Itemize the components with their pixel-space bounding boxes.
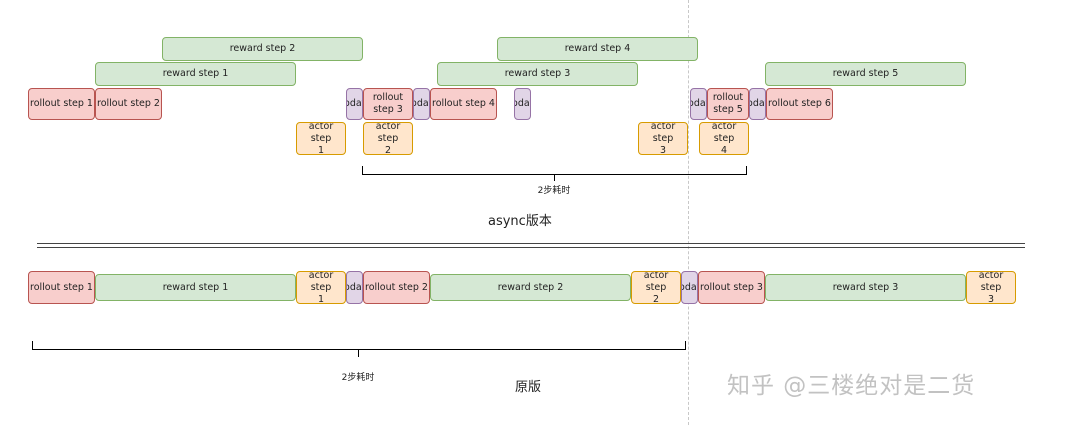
async-actor-step-1: actor step 1 xyxy=(296,122,346,155)
async-update-3: update xyxy=(514,88,531,120)
async-update-5: update xyxy=(749,88,766,120)
zhihu-watermark: 知乎 @三楼绝对是二货 xyxy=(727,373,976,399)
async-actor-step-2: actor step 2 xyxy=(363,122,413,155)
async-rollout-step-2: rollout step 2 xyxy=(95,88,162,120)
original-rollout-step-1: rollout step 1 xyxy=(28,271,95,304)
async-reward-step-5: reward step 5 xyxy=(765,62,966,86)
original-reward-step-1: reward step 1 xyxy=(95,274,296,301)
original-update-2: update xyxy=(681,271,698,304)
async-section-title: async版本 xyxy=(488,214,552,229)
original-actor-step-3: actor step 3 xyxy=(966,271,1016,304)
original-actor-step-1: actor step 1 xyxy=(296,271,346,304)
async-rollout-step-3: rollout step 3 xyxy=(363,88,413,120)
original-bracket-label: 2步耗时 xyxy=(341,373,375,383)
async-reward-step-2: reward step 2 xyxy=(162,37,363,61)
timeline-divider-dashed xyxy=(688,0,689,425)
original-update-1: update xyxy=(346,271,363,304)
async-actor-step-3: actor step 3 xyxy=(638,122,688,155)
async-reward-step-4: reward step 4 xyxy=(497,37,698,61)
original-actor-step-2: actor step 2 xyxy=(631,271,681,304)
original-section-title: 原版 xyxy=(515,380,542,395)
async-rollout-step-4: rollout step 4 xyxy=(430,88,497,120)
async-actor-step-4: actor step 4 xyxy=(699,122,749,155)
async-bracket-label: 2步耗时 xyxy=(537,186,571,196)
async-update-1: update xyxy=(346,88,363,120)
original-reward-step-2: reward step 2 xyxy=(430,274,631,301)
async-reward-step-1: reward step 1 xyxy=(95,62,296,86)
async-rollout-step-6: rollout step 6 xyxy=(766,88,833,120)
async-reward-step-3: reward step 3 xyxy=(437,62,638,86)
original-rollout-step-2: rollout step 2 xyxy=(363,271,430,304)
original-rollout-step-3: rollout step 3 xyxy=(698,271,765,304)
async-rollout-step-1: rollout step 1 xyxy=(28,88,95,120)
async-update-4: update xyxy=(690,88,707,120)
async-update-2: update xyxy=(413,88,430,120)
original-reward-step-3: reward step 3 xyxy=(765,274,966,301)
async-rollout-step-5: rollout step 5 xyxy=(707,88,749,120)
